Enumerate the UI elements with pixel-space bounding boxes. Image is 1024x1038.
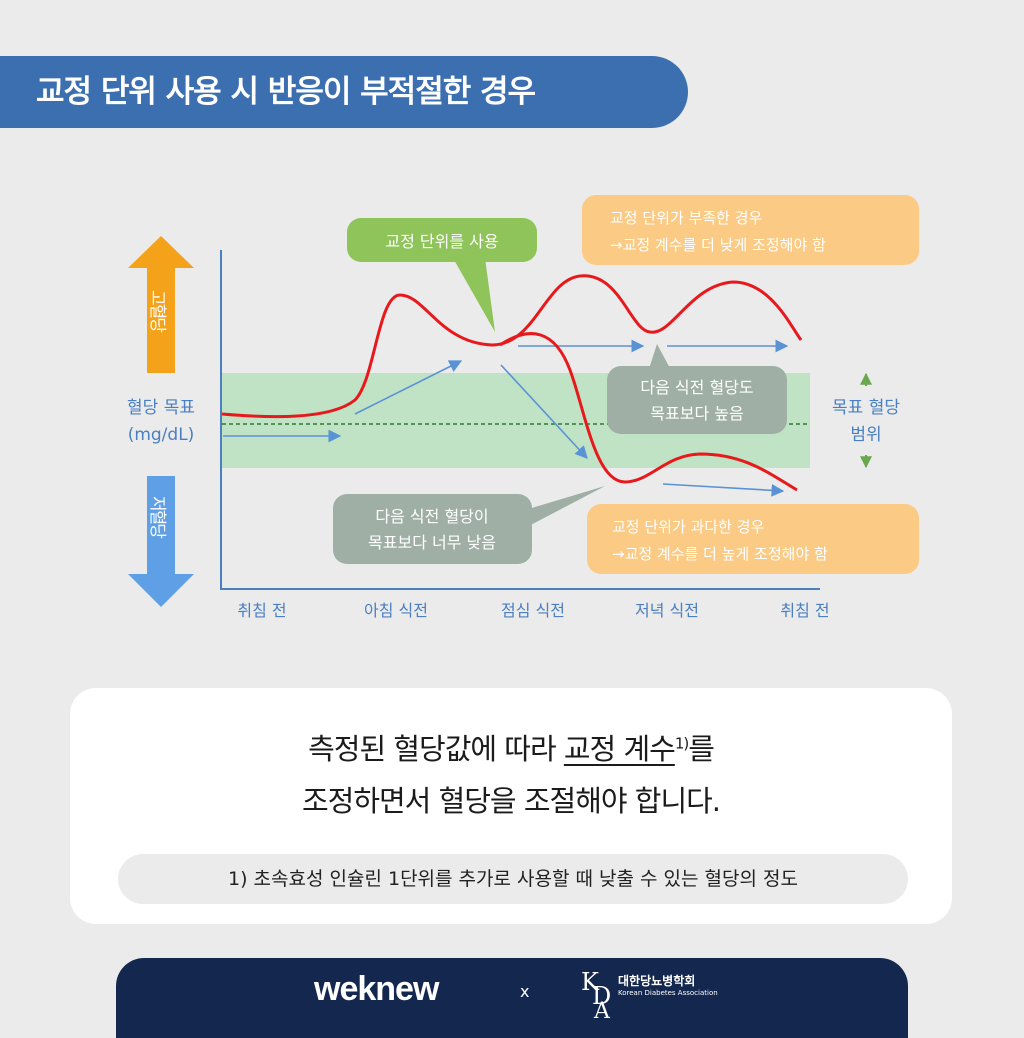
callout-insufficient-line2: →교정 계수를 더 낮게 조정해야 함: [610, 236, 826, 254]
glucose-response-diagram: 고혈당 저혈당 혈당 목표 (mg/dL) 목표 혈당 범위 교정 단위를 사용…: [127, 195, 919, 620]
callout-insufficient: 교정 단위가 부족한 경우 →교정 계수를 더 낮게 조정해야 함: [582, 195, 919, 265]
weknew-logo: weknew: [314, 970, 439, 1008]
explanation-line-1: 측정된 혈당값에 따라 교정 계수1)를: [308, 732, 715, 766]
footnote-marker: 1): [674, 734, 689, 753]
x-label-dinner: 저녁 식전: [635, 601, 699, 620]
kda-logo-icon: K D A: [581, 968, 611, 1018]
range-label: 목표 혈당: [832, 398, 900, 418]
target-label: 혈당 목표: [127, 398, 195, 418]
callout-excessive-line2: →교정 계수를 더 높게 조정해야 함: [612, 545, 828, 563]
page-title: 교정 단위 사용 시 반응이 부적절한 경우: [36, 74, 536, 110]
low-glucose-arrow: [128, 476, 194, 607]
flow-arrow: [354, 360, 463, 415]
svg-text:D: D: [592, 982, 611, 1010]
collab-x: x: [520, 982, 530, 1001]
callout-excessive: 교정 단위가 과다한 경우 →교정 계수를 더 높게 조정해야 함: [587, 504, 919, 574]
flow-arrow: [662, 483, 785, 497]
x-label-lunch: 점심 식전: [501, 601, 565, 620]
explanation-card: 측정된 혈당값에 따라 교정 계수1)를 조정하면서 혈당을 조절해야 합니다.…: [70, 688, 952, 924]
target-unit-label: (mg/dL): [128, 425, 195, 445]
correction-factor-term: 교정 계수: [563, 732, 676, 766]
svg-text:K: K: [581, 968, 600, 996]
footer-bar: weknew x K D A 대한당뇨병학회 Korean Diabetes A…: [116, 958, 908, 1038]
kda-name-korean: 대한당뇨병학회: [618, 974, 696, 988]
callout-still-high: 다음 식전 혈당도 목표보다 높음: [607, 344, 787, 434]
x-axis-labels: 취침 전 아침 식전 점심 식전 저녁 식전 취침 전: [237, 601, 829, 620]
callout-too-low-line1: 다음 식전 혈당이: [375, 507, 488, 526]
callout-still-high-line2: 목표보다 높음: [650, 404, 743, 423]
x-label-breakfast: 아침 식전: [364, 601, 428, 620]
flow-arrow: [500, 364, 588, 459]
flow-arrows: [223, 339, 789, 497]
footnote: 1) 초속효성 인슐린 1단위를 추가로 사용할 때 낮출 수 있는 혈당의 정…: [118, 854, 908, 904]
callout-use-correction: 교정 단위를 사용: [347, 218, 537, 332]
glucose-curve: [221, 274, 803, 419]
glucose-curve-low: [499, 332, 798, 492]
explanation-line-2: 조정하면서 혈당을 조절해야 합니다.: [301, 784, 721, 818]
kda-name-english: Korean Diabetes Association: [618, 989, 718, 997]
x-label-bedtime-2: 취침 전: [780, 601, 829, 620]
low-glucose-label: 저혈당: [147, 496, 167, 539]
callout-still-high-line1: 다음 식전 혈당도: [640, 378, 753, 397]
callout-excessive-line1: 교정 단위가 과다한 경우: [612, 518, 765, 536]
title-banner: 교정 단위 사용 시 반응이 부적절한 경우: [0, 56, 688, 128]
range-label-2: 범위: [850, 425, 881, 445]
callout-too-low: 다음 식전 혈당이 목표보다 너무 낮음: [333, 486, 605, 564]
svg-text:A: A: [593, 999, 611, 1018]
x-label-bedtime-1: 취침 전: [237, 601, 286, 620]
callout-insufficient-line1: 교정 단위가 부족한 경우: [610, 209, 763, 227]
high-glucose-label: 고혈당: [147, 290, 167, 333]
callout-too-low-line2: 목표보다 너무 낮음: [368, 533, 496, 552]
high-glucose-arrow: [128, 236, 194, 373]
callout-use-text: 교정 단위를 사용: [385, 232, 498, 251]
